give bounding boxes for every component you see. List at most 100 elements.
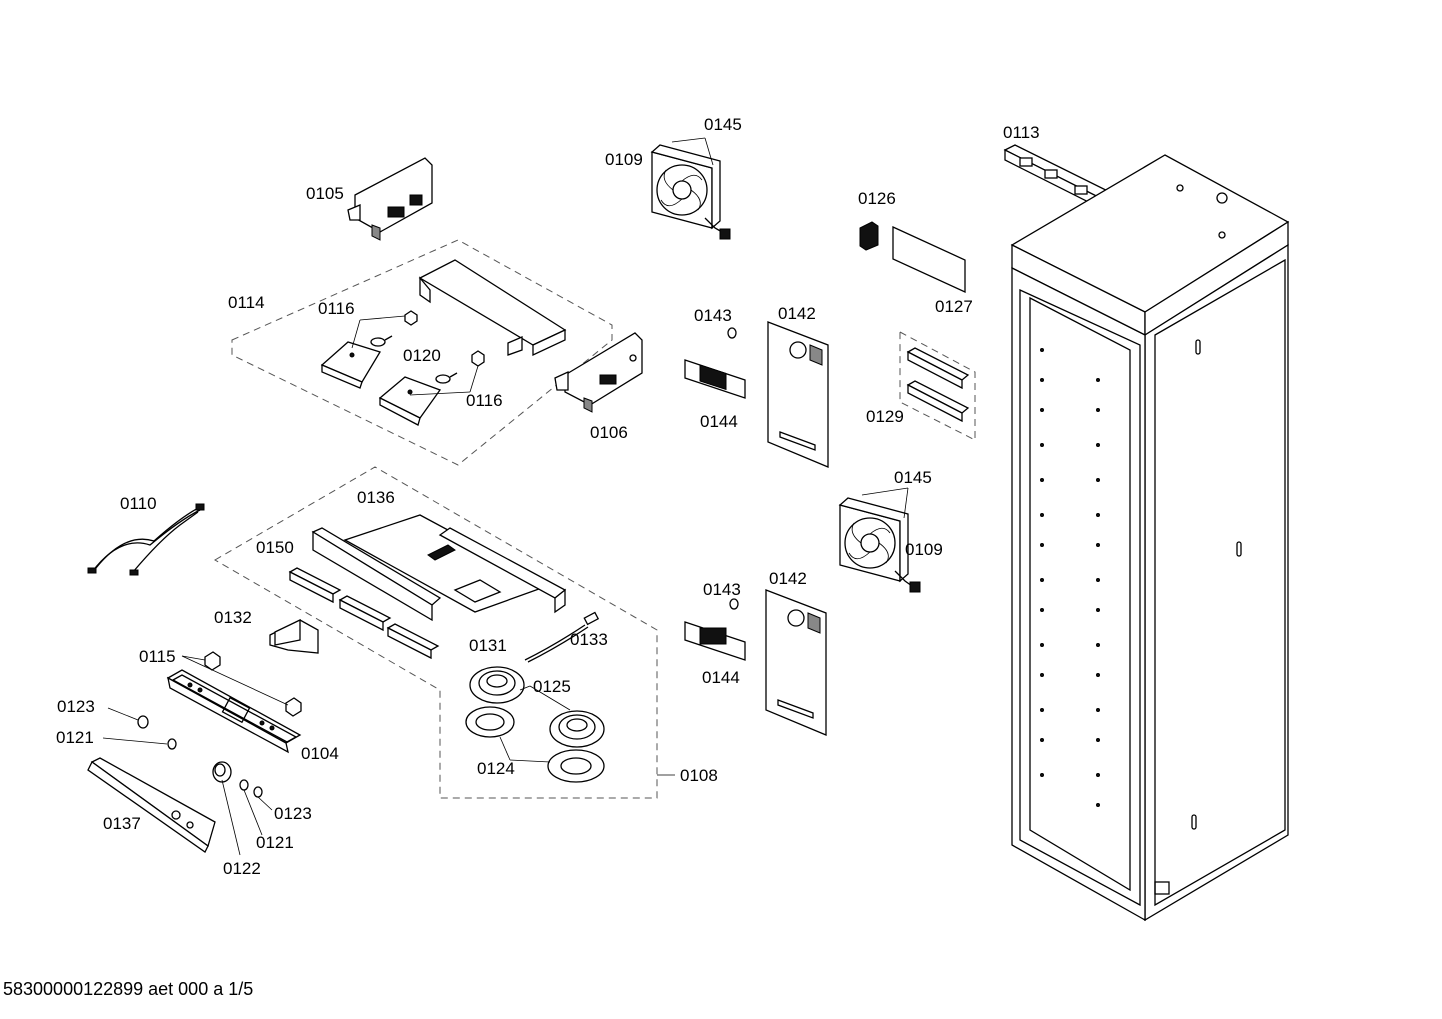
label-0123-a: 0123 (57, 697, 95, 716)
part-0143-screw-top[interactable] (727, 327, 737, 339)
label-0136: 0136 (357, 488, 395, 507)
part-0142-cover-top[interactable] (767, 321, 829, 468)
leader-0145a (671, 137, 706, 143)
part-0124-ring-a[interactable] (465, 706, 515, 738)
part-0115-button-b[interactable] (285, 697, 302, 717)
part-0105-bracket[interactable] (347, 157, 433, 241)
label-0115: 0115 (139, 647, 176, 666)
document-footer-id: 58300000122899 aet 000 a 1/5 (3, 979, 254, 999)
label-0108: 0108 (680, 766, 718, 785)
label-0110: 0110 (120, 494, 157, 513)
part-0143-screw-bottom[interactable] (729, 598, 739, 610)
label-0132: 0132 (214, 608, 252, 627)
part-0131-strip-a[interactable] (338, 595, 392, 632)
label-0121-a: 0121 (56, 728, 94, 747)
leader-0124 (499, 736, 511, 761)
part-0122-knob[interactable] (212, 761, 232, 783)
label-0122: 0122 (223, 859, 261, 878)
label-0105: 0105 (306, 184, 344, 203)
label-0142-b: 0142 (769, 569, 807, 588)
part-0106-bracket[interactable] (554, 332, 643, 413)
label-0116-a: 0116 (318, 299, 355, 318)
leader-0116a (359, 315, 406, 321)
part-0132-clip[interactable] (269, 618, 319, 654)
part-0114-light-cover[interactable] (418, 259, 567, 357)
label-0137: 0137 (103, 814, 141, 833)
part-cabinet[interactable] (1010, 154, 1290, 922)
part-0120-bulb-a[interactable] (370, 335, 393, 347)
part-0121-screw-a[interactable] (167, 738, 177, 750)
label-0124: 0124 (477, 759, 515, 778)
leader-0125 (519, 685, 531, 691)
leader-0124-b (509, 759, 551, 763)
label-0150: 0150 (256, 538, 294, 557)
label-0133: 0133 (570, 630, 608, 649)
leader-0123b (257, 796, 273, 811)
leader-0116b-b (409, 391, 471, 396)
part-0144-filter-bottom[interactable] (684, 621, 746, 661)
part-0123-knob-a[interactable] (137, 715, 149, 729)
label-0104: 0104 (301, 744, 339, 763)
label-0121-b: 0121 (256, 833, 294, 852)
part-0131-strip-b[interactable] (386, 623, 440, 660)
label-0125: 0125 (533, 677, 571, 696)
label-0127: 0127 (935, 297, 973, 316)
leader-0116a-b (351, 319, 361, 349)
label-0106: 0106 (590, 423, 628, 442)
part-0137-plate[interactable] (87, 757, 216, 853)
part-0136-tray[interactable] (311, 514, 567, 622)
assembly-0108-outline (214, 466, 658, 799)
part-0142-cover-bottom[interactable] (765, 589, 827, 736)
leader-0115-b (181, 655, 289, 706)
part-0115-button-a[interactable] (204, 651, 221, 671)
part-0110-wire-harness[interactable] (87, 503, 205, 576)
part-0109-fan-middle[interactable] (838, 497, 921, 593)
part-0120-bulb-b[interactable] (435, 372, 458, 384)
part-0133-sensor[interactable] (524, 611, 600, 663)
leader-0115 (181, 655, 206, 661)
part-0125-grommet-a[interactable] (469, 666, 525, 704)
label-0143-a: 0143 (694, 306, 732, 325)
leader-0121b (243, 789, 263, 836)
part-0125-grommet-b[interactable] (549, 710, 605, 748)
part-0126-switch[interactable] (859, 221, 879, 251)
leader-0116b (469, 365, 479, 393)
label-0120: 0120 (403, 346, 441, 365)
label-0129: 0129 (866, 407, 904, 426)
label-0114: 0114 (228, 293, 265, 312)
label-0113: 0113 (1003, 123, 1040, 142)
assembly-0114-outline (231, 239, 613, 466)
label-0144-b: 0144 (702, 668, 740, 687)
part-0150-strip[interactable] (288, 567, 342, 604)
label-0126: 0126 (858, 189, 896, 208)
label-0109-a: 0109 (605, 150, 643, 169)
part-0104-control-panel[interactable] (166, 669, 302, 754)
label-0144-a: 0144 (700, 412, 738, 431)
part-lamp-diffuser-a[interactable] (320, 341, 381, 389)
leader-0125-b (529, 685, 571, 711)
part-0124-ring-b[interactable] (547, 749, 605, 783)
leader-0122 (221, 779, 241, 856)
part-0129-strips[interactable] (906, 347, 970, 423)
label-0116-b: 0116 (466, 391, 503, 410)
label-0131: 0131 (469, 636, 507, 655)
part-0109-fan-top[interactable] (650, 144, 731, 240)
leader-0145b-b (903, 487, 909, 519)
leader-0145b (861, 487, 909, 496)
label-0142-a: 0142 (778, 304, 816, 323)
leader-0145a-b (704, 137, 714, 166)
part-lamp-diffuser-b[interactable] (378, 376, 442, 426)
part-0116-light-socket-b[interactable] (471, 350, 485, 367)
label-0123-b: 0123 (274, 804, 312, 823)
label-0145-a: 0145 (704, 115, 742, 134)
leader-0123a (107, 707, 139, 721)
label-0143-b: 0143 (703, 580, 741, 599)
part-0127-plate[interactable] (892, 225, 966, 294)
label-0109-b: 0109 (905, 540, 943, 559)
part-0121-screw-b[interactable] (239, 779, 249, 791)
part-0116-light-socket-a[interactable] (404, 310, 418, 326)
leader-0121a (102, 737, 168, 745)
part-0123-knob-b[interactable] (253, 786, 263, 798)
part-0144-filter-top[interactable] (684, 359, 746, 399)
